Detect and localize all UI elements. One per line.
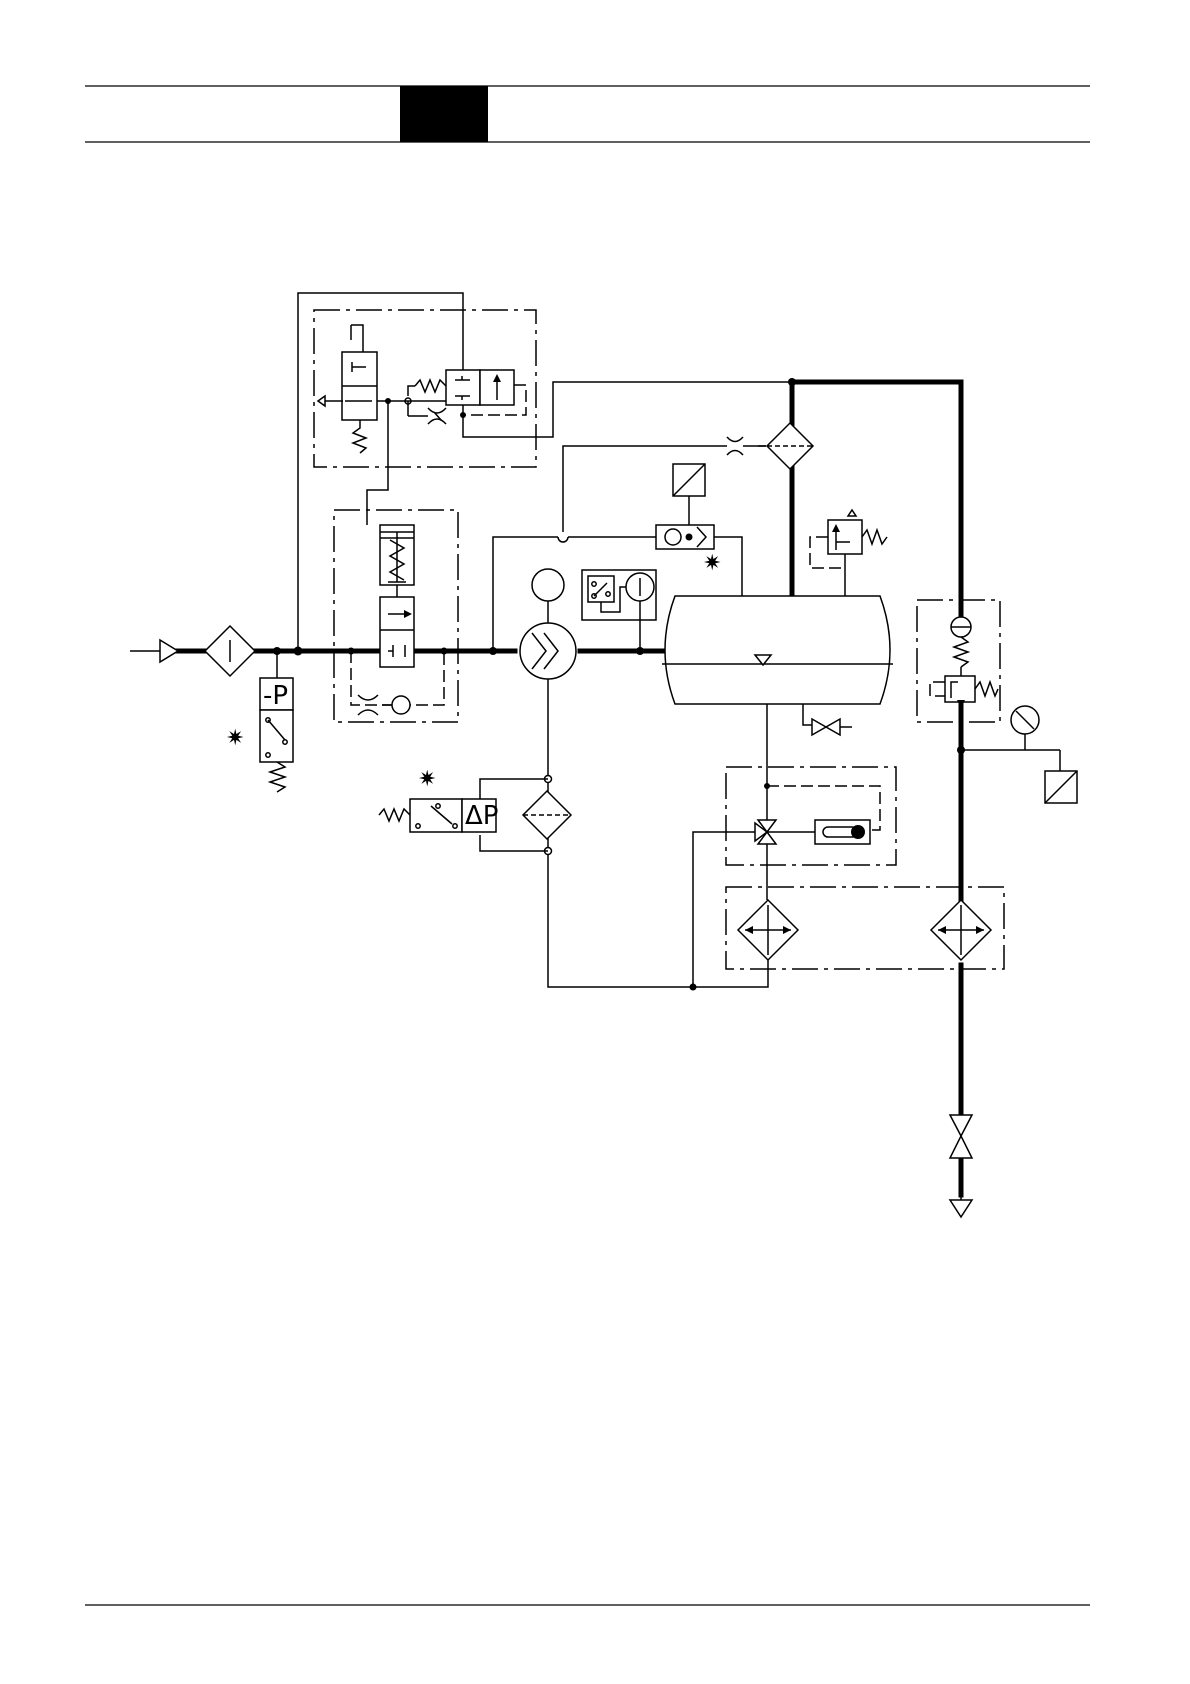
after-cooler: [931, 900, 991, 960]
option-mark: ✷: [226, 726, 244, 751]
oil-filter: [523, 791, 571, 839]
option-mark: ✷: [703, 551, 721, 576]
air-outlet: [950, 1195, 972, 1217]
thermostatic-valve-boundary: [726, 767, 896, 865]
compressor-element: [520, 569, 576, 679]
intake-unloader-valve: [351, 525, 444, 715]
minimum-pressure-valve: [930, 617, 998, 708]
safety-valve: [810, 510, 887, 596]
header-black-block: [400, 86, 488, 142]
solenoid-valve: [318, 325, 391, 453]
intake-filter: [205, 626, 255, 676]
main-air-line: [178, 382, 961, 1195]
inlet-pressure-switch: -P ✷: [226, 651, 293, 792]
option-mark: ✷: [418, 767, 436, 792]
compressor-temperature-switch: [582, 570, 656, 651]
oil-differential-pressure-switch: ΔP ✷: [379, 767, 498, 832]
outlet-pressure-gauge: [961, 706, 1077, 803]
air-inlet: [130, 640, 178, 662]
oil-separator-filter: [767, 423, 813, 469]
thermostatic-bypass-valve: [693, 765, 880, 987]
outlet-shutoff-valve: [950, 1115, 972, 1158]
pilot-valve-with-throttle: [388, 370, 526, 424]
page-header: [85, 86, 1090, 142]
shuttle-valve-solenoid: ✷: [656, 464, 721, 576]
delta-pressure-label: ΔP: [465, 801, 498, 831]
oil-cooler: [738, 900, 798, 960]
pressure-label: -P: [263, 681, 288, 711]
oil-return-circuit: [480, 679, 768, 991]
air-receiver-vessel: [662, 596, 893, 765]
